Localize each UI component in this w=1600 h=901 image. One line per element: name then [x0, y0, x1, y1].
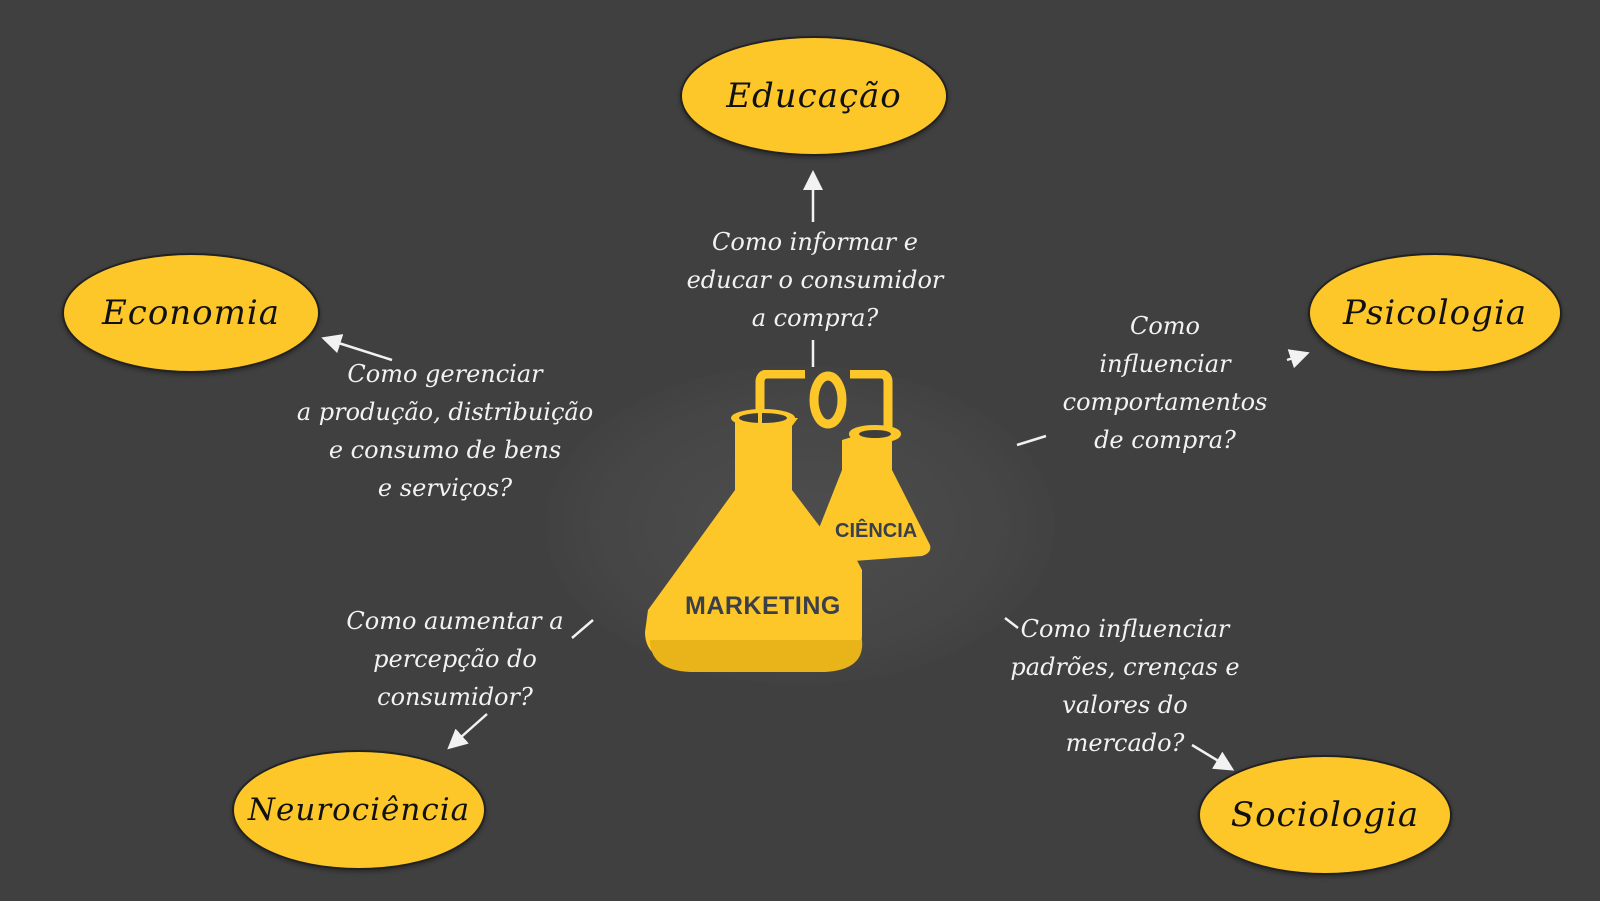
center-flasks: MARKETING CIÊNCIA: [640, 369, 940, 680]
node-economia[interactable]: Economia: [62, 253, 320, 373]
question-sociologia: Como influenciar padrões, crenças e valo…: [1010, 615, 1240, 757]
node-sociologia[interactable]: Sociologia: [1198, 755, 1452, 875]
chemistry-flasks-icon: [645, 369, 931, 672]
node-psicologia-label: Psicologia: [1342, 293, 1528, 333]
node-educacao[interactable]: Educação: [680, 36, 948, 156]
ciencia-label: CIÊNCIA: [835, 520, 918, 542]
arrow-to-neurociencia: [447, 713, 488, 750]
question-neurociencia: Como aumentar a percepção do consumidor?: [346, 607, 564, 711]
question-educacao: Como informar e educar o consumidor a co…: [686, 228, 944, 332]
node-psicologia[interactable]: Psicologia: [1308, 253, 1562, 373]
question-economia: Como gerenciar a produção, distribuição …: [296, 360, 594, 502]
marketing-label: MARKETING: [685, 592, 841, 620]
node-neurociencia-label: Neurociência: [247, 792, 471, 828]
question-psicologia: Como influenciar comportamentos de compr…: [1062, 312, 1268, 454]
node-educacao-label: Educação: [726, 76, 902, 116]
node-neurociencia[interactable]: Neurociência: [232, 750, 486, 870]
node-economia-label: Economia: [101, 293, 281, 333]
node-sociologia-label: Sociologia: [1230, 795, 1420, 835]
